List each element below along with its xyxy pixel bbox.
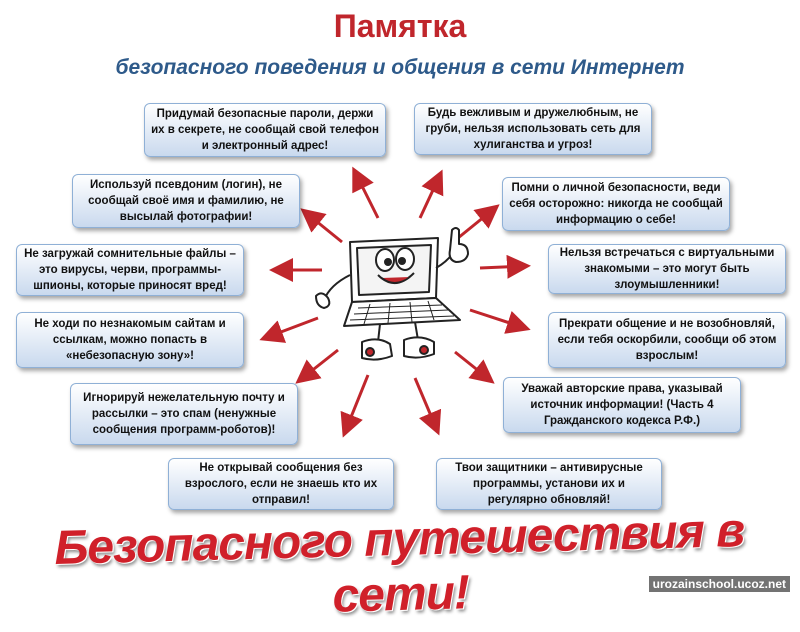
- arrow: [413, 377, 442, 436]
- tip-box: Помни о личной безопасности, веди себя о…: [502, 177, 730, 231]
- tip-box: Твои защитники – антивирусные программы,…: [436, 458, 662, 510]
- arrow: [454, 350, 495, 384]
- page-title: Памятка: [333, 8, 467, 44]
- arrow: [479, 254, 531, 279]
- arrow: [295, 348, 339, 384]
- arrow: [340, 374, 370, 438]
- laptop-mascot-icon: [315, 227, 469, 361]
- tip-box: Уважай авторские права, указывай источни…: [503, 377, 741, 433]
- tip-box: Нельзя встречаться с виртуальными знаком…: [548, 244, 786, 294]
- arrow: [352, 166, 380, 219]
- tip-box: Используй псевдоним (логин), не сообщай …: [72, 174, 300, 228]
- tip-box: Не открывай сообщения без взрослого, есл…: [168, 458, 394, 510]
- page-subtitle: безопасного поведения и общения в сети И…: [115, 56, 685, 79]
- tip-box: Не ходи по незнакомым сайтам и ссылкам, …: [16, 312, 244, 368]
- watermark: urozainschool.ucoz.net: [648, 576, 790, 592]
- arrow: [300, 208, 343, 244]
- arrow: [469, 308, 531, 334]
- slogan: Безопасного путешествия в сети!: [53, 503, 745, 623]
- arrow: [418, 169, 444, 219]
- arrow: [457, 204, 500, 240]
- tip-box: Будь вежливым и дружелюбным, не груби, н…: [414, 103, 652, 155]
- arrow: [259, 316, 319, 343]
- tip-box: Прекрати общение и не возобновляй, если …: [548, 312, 786, 368]
- tip-box: Игнорируй нежелательную почту и рассылки…: [70, 383, 298, 445]
- arrows-layer: [259, 166, 531, 438]
- tip-box: Придумай безопасные пароли, держи их в с…: [144, 103, 386, 157]
- tip-box: Не загружай сомнительные файлы – это вир…: [16, 244, 244, 296]
